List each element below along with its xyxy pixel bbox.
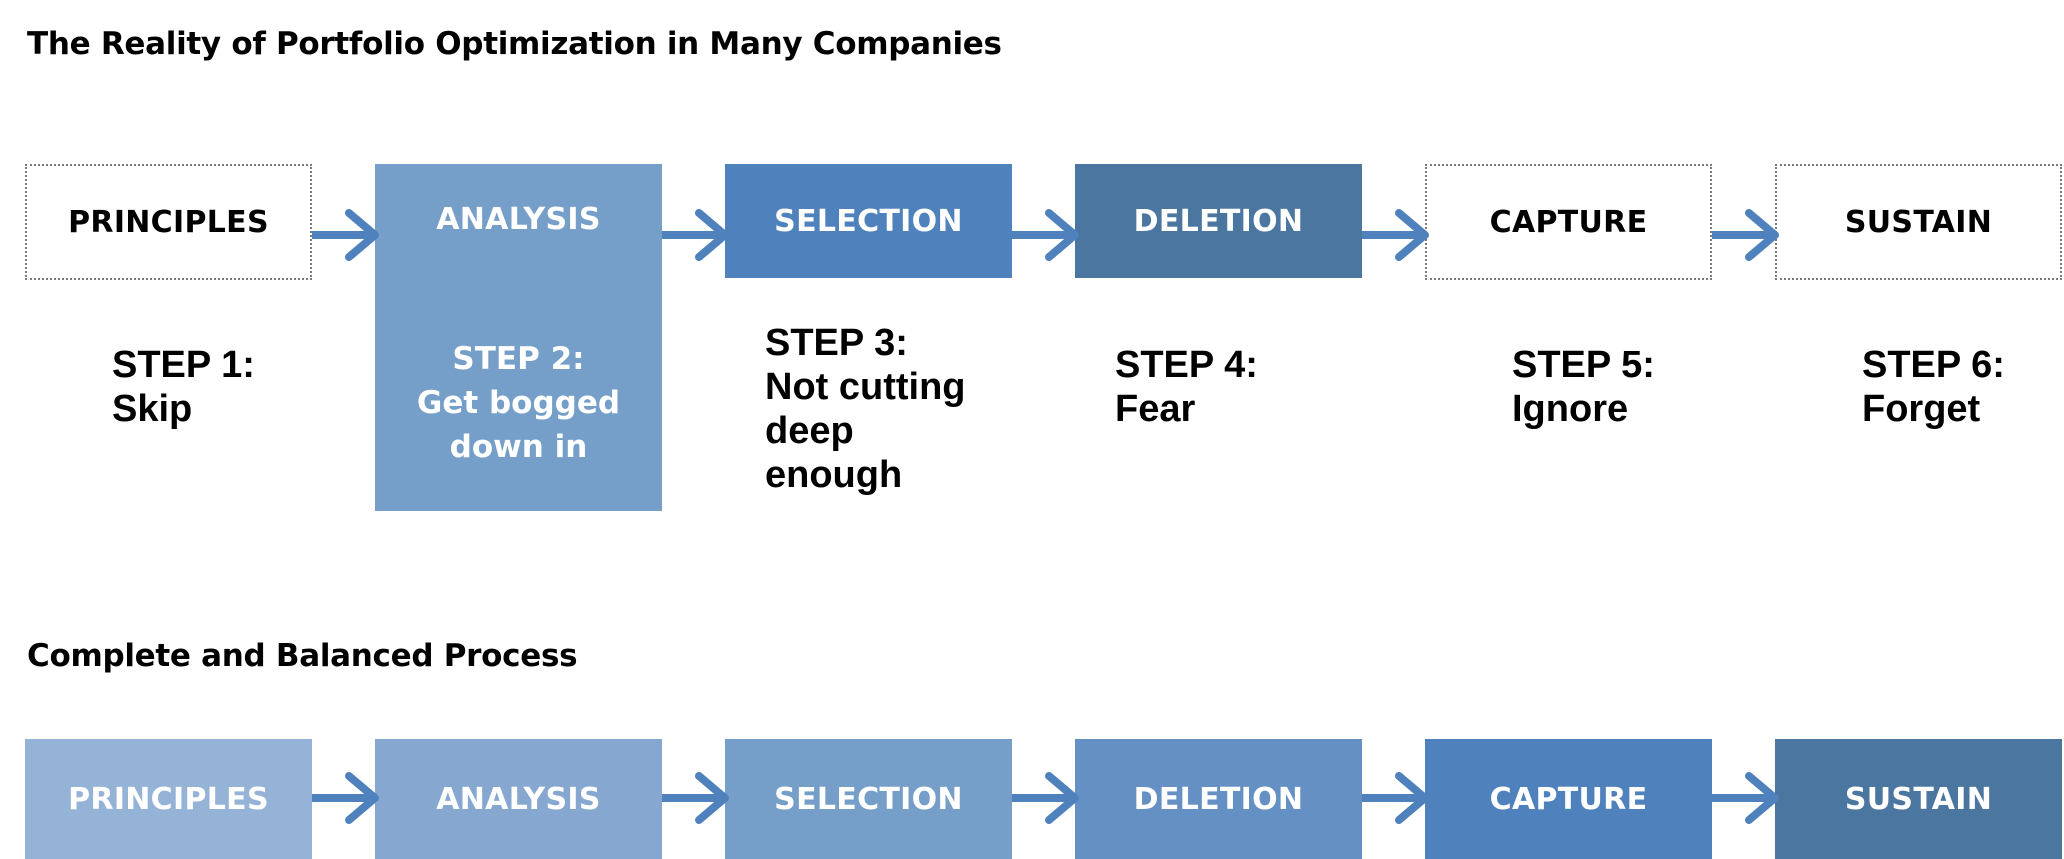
top-box-selection: SELECTION [725,164,1012,278]
step-2-text: STEP 2: Get bogged down in [416,341,621,465]
bottom-box-analysis: ANALYSIS [375,739,662,859]
bottom-box-principles: PRINCIPLES [25,739,312,859]
top-box-analysis-label: ANALYSIS [436,202,601,237]
top-box-capture: CAPTURE [1425,164,1712,280]
bottom-box-selection: SELECTION [725,739,1012,859]
bottom-box-sustain: SUSTAIN [1775,739,2062,859]
bottom-arrow-5 [1712,772,1779,824]
step-4-text: STEP 4: Fear [1115,344,1258,430]
top-box-deletion: DELETION [1075,164,1362,278]
bottom-box-deletion: DELETION [1075,739,1362,859]
bottom-box-capture: CAPTURE [1425,739,1712,859]
top-arrow-4 [1362,209,1429,261]
top-box-principles: PRINCIPLES [25,164,312,280]
step-3-text: STEP 3: Not cutting deep enough [765,322,966,496]
bottom-arrow-3 [1012,772,1079,824]
top-arrow-5 [1712,209,1779,261]
step-6-text: STEP 6: Forget [1862,344,2005,430]
top-box-sustain: SUSTAIN [1775,164,2062,280]
top-arrow-2 [662,209,729,261]
top-box-analysis: ANALYSIS [375,164,662,511]
top-arrow-1 [312,209,379,261]
step-1-text: STEP 1: Skip [112,344,255,430]
bottom-diagram-title: Complete and Balanced Process [27,638,578,674]
bottom-arrow-2 [662,772,729,824]
top-diagram-title: The Reality of Portfolio Optimization in… [27,26,1002,62]
step-5-text: STEP 5: Ignore [1512,344,1655,430]
bottom-arrow-4 [1362,772,1429,824]
bottom-arrow-1 [312,772,379,824]
top-arrow-3 [1012,209,1079,261]
